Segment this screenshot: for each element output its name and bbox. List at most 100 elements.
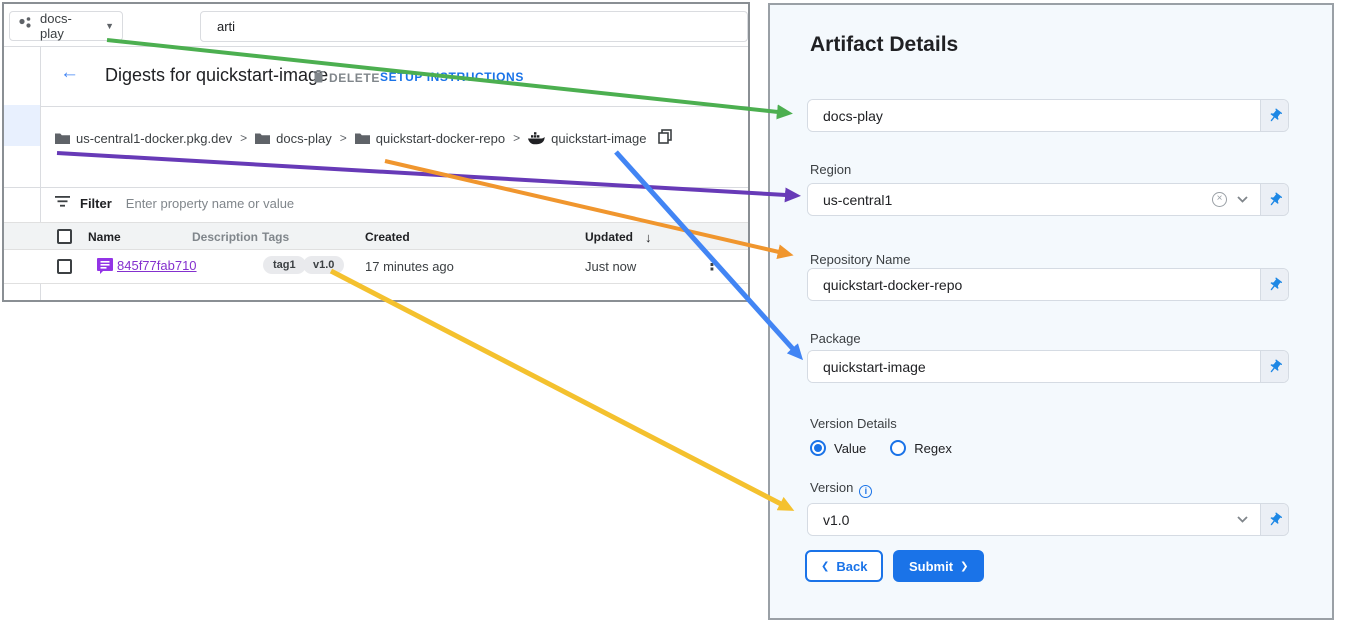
search-input[interactable]: arti bbox=[200, 11, 748, 42]
column-header-description[interactable]: Description bbox=[192, 230, 259, 244]
folder-icon bbox=[255, 133, 271, 144]
delete-button-label: DELETE bbox=[329, 71, 380, 85]
setup-instructions-label: SETUP INSTRUCTIONS bbox=[380, 70, 524, 84]
select-all-checkbox[interactable] bbox=[57, 229, 72, 244]
back-button-label: Back bbox=[836, 558, 868, 574]
pin-button[interactable] bbox=[1261, 269, 1288, 300]
column-header-updated[interactable]: Updated bbox=[585, 230, 633, 244]
row-overflow-menu-icon[interactable]: ⋮ bbox=[704, 257, 720, 274]
version-field[interactable]: v1.0 bbox=[808, 504, 1261, 535]
region-field[interactable]: us-central1 × bbox=[808, 184, 1261, 215]
repository-field[interactable]: quickstart-docker-repo bbox=[808, 269, 1261, 300]
breadcrumb-label: quickstart-docker-repo bbox=[375, 130, 506, 146]
pin-icon bbox=[1270, 192, 1282, 205]
version-label: Version i bbox=[810, 480, 873, 498]
radio-regex[interactable] bbox=[890, 440, 907, 456]
repository-field-group: quickstart-docker-repo bbox=[807, 268, 1289, 301]
chevron-right-icon: ❯ bbox=[960, 560, 969, 572]
console-window: docs-play ▼ arti ← Digests for quickstar… bbox=[2, 2, 750, 302]
console-topbar: docs-play ▼ arti bbox=[4, 4, 748, 47]
version-details-radio-group: Value Regex bbox=[810, 440, 952, 456]
radio-value-label[interactable]: Value bbox=[834, 440, 867, 456]
search-input-value: arti bbox=[217, 19, 236, 34]
filter-icon bbox=[55, 194, 70, 212]
package-field-value: quickstart-image bbox=[823, 358, 926, 375]
tag-chip[interactable]: tag1 bbox=[263, 256, 306, 274]
breadcrumb-item-repo[interactable]: quickstart-docker-repo bbox=[354, 130, 506, 146]
nav-rail-selected-item[interactable] bbox=[4, 105, 40, 146]
submit-button-label: Submit bbox=[909, 558, 954, 574]
column-header-created[interactable]: Created bbox=[365, 230, 410, 244]
digest-header: ← Digests for quickstart-image DELETE SE… bbox=[41, 47, 748, 107]
column-header-name[interactable]: Name bbox=[88, 230, 121, 244]
project-field-value: docs-play bbox=[823, 107, 883, 124]
table-row[interactable]: 845f77fab710 tag1 v1.0 17 minutes ago Ju… bbox=[4, 250, 748, 284]
radio-value-selected[interactable] bbox=[810, 440, 826, 456]
filter-input[interactable]: Enter property name or value bbox=[125, 195, 295, 211]
arrow-version-yellow bbox=[329, 268, 795, 511]
chevron-down-icon[interactable] bbox=[1237, 196, 1248, 203]
submit-button[interactable]: Submit ❯ bbox=[893, 550, 985, 582]
breadcrumb-label: us-central1-docker.pkg.dev bbox=[76, 130, 233, 146]
table-header-row: Name Description Tags Created Updated ↓ bbox=[4, 222, 748, 250]
version-details-label: Version Details bbox=[810, 416, 897, 431]
breadcrumb-item-host[interactable]: us-central1-docker.pkg.dev bbox=[55, 131, 232, 146]
breadcrumb-item-project[interactable]: docs-play bbox=[255, 131, 332, 146]
breadcrumb-label: quickstart-image bbox=[551, 130, 647, 146]
form-title: Artifact Details bbox=[810, 33, 959, 56]
digest-icon bbox=[97, 258, 113, 279]
package-label: Package bbox=[810, 331, 861, 346]
breadcrumb-item-image[interactable]: quickstart-image bbox=[528, 131, 646, 146]
pin-button[interactable] bbox=[1261, 504, 1288, 535]
trash-icon bbox=[313, 70, 324, 86]
breadcrumb: us-central1-docker.pkg.dev > docs-play >… bbox=[55, 129, 673, 147]
version-field-value: v1.0 bbox=[823, 511, 850, 528]
row-checkbox[interactable] bbox=[57, 259, 72, 274]
filter-bar[interactable]: Filter Enter property name or value bbox=[55, 194, 294, 212]
clear-icon[interactable]: × bbox=[1212, 192, 1227, 207]
project-selector-label: docs-play bbox=[40, 11, 72, 41]
copy-icon[interactable] bbox=[658, 129, 673, 147]
artifact-details-panel: Artifact Details docs-play Region us-cen… bbox=[768, 3, 1334, 620]
repository-field-value: quickstart-docker-repo bbox=[823, 276, 963, 293]
digest-link[interactable]: 845f77fab710 bbox=[117, 258, 197, 273]
delete-button[interactable]: DELETE bbox=[313, 70, 380, 86]
updated-cell: Just now bbox=[585, 259, 637, 274]
chevron-down-icon[interactable] bbox=[1237, 516, 1248, 523]
package-field-group: quickstart-image bbox=[807, 350, 1289, 383]
setup-instructions-button[interactable]: SETUP INSTRUCTIONS bbox=[380, 70, 524, 84]
breadcrumb-separator: > bbox=[240, 131, 248, 145]
column-header-tags[interactable]: Tags bbox=[262, 230, 290, 244]
filter-label: Filter bbox=[80, 195, 112, 211]
breadcrumb-separator: > bbox=[513, 131, 521, 145]
radio-regex-label[interactable]: Regex bbox=[914, 440, 952, 456]
pin-button[interactable] bbox=[1261, 100, 1288, 131]
back-arrow-icon[interactable]: ← bbox=[60, 62, 79, 83]
project-field[interactable]: docs-play bbox=[808, 100, 1261, 131]
package-field[interactable]: quickstart-image bbox=[808, 351, 1261, 382]
docker-whale-icon bbox=[528, 131, 545, 144]
folder-icon bbox=[55, 133, 70, 144]
version-label-text: Version bbox=[810, 480, 854, 495]
pin-icon bbox=[1270, 512, 1282, 525]
pin-button[interactable] bbox=[1261, 184, 1288, 215]
project-selector[interactable]: docs-play ▼ bbox=[9, 11, 123, 41]
created-cell: 17 minutes ago bbox=[365, 259, 454, 274]
page-title: Digests for quickstart-image bbox=[105, 65, 329, 85]
version-tag-chip[interactable]: v1.0 bbox=[303, 256, 345, 274]
chevron-left-icon: ❮ bbox=[821, 560, 830, 572]
version-field-group: v1.0 bbox=[807, 503, 1289, 536]
project-picker-icon bbox=[18, 16, 33, 36]
repository-label: Repository Name bbox=[810, 252, 911, 267]
pin-button[interactable] bbox=[1261, 351, 1288, 382]
info-icon[interactable]: i bbox=[859, 485, 873, 498]
folder-icon bbox=[354, 133, 370, 144]
pin-icon bbox=[1270, 359, 1282, 372]
breadcrumb-label: docs-play bbox=[276, 130, 332, 146]
sort-desc-icon[interactable]: ↓ bbox=[645, 230, 652, 245]
breadcrumb-separator: > bbox=[339, 131, 347, 145]
region-label: Region bbox=[810, 162, 852, 177]
region-field-group: us-central1 × bbox=[807, 183, 1289, 216]
back-button[interactable]: ❮ Back bbox=[805, 550, 884, 582]
pin-icon bbox=[1270, 108, 1282, 121]
